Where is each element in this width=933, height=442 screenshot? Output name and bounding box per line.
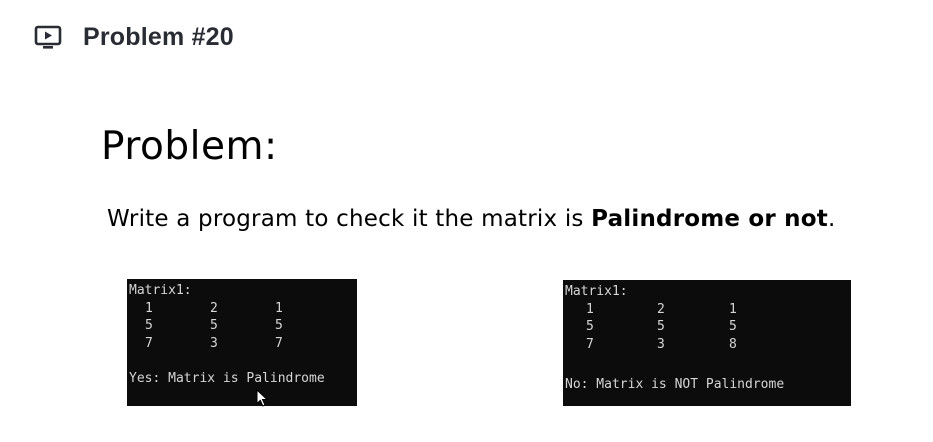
console-result: No: Matrix is NOT Palindrome — [565, 376, 785, 392]
matrix-row: 5 5 5 — [129, 317, 357, 335]
matrix-cell: 5 — [210, 318, 218, 333]
description-bold-text: Palindrome or not — [591, 206, 828, 232]
description-period: . — [827, 206, 836, 232]
matrix-cell: 1 — [275, 300, 283, 316]
matrix-cell: 1 — [145, 300, 153, 316]
console-label: Matrix1: — [129, 283, 192, 298]
matrix-cell: 5 — [657, 319, 665, 334]
matrix-cell: 7 — [145, 335, 153, 351]
mouse-pointer-icon — [256, 388, 269, 407]
matrix-cell: 1 — [729, 301, 737, 317]
console-blank-line — [565, 353, 851, 371]
matrix-cell: 5 — [729, 319, 737, 334]
matrix-cell: 5 — [145, 318, 153, 333]
matrix-cell: 5 — [586, 319, 594, 334]
console-blank-line — [129, 352, 357, 370]
matrix-cell: 7 — [586, 336, 594, 352]
matrix-row: 1 2 1 — [565, 301, 851, 319]
matrix-cell: 7 — [275, 335, 283, 351]
matrix-row: 5 5 5 — [565, 318, 851, 336]
play-screen-icon — [33, 22, 63, 52]
matrix-cell: 2 — [657, 301, 665, 317]
slide-description: Write a program to check it the matrix i… — [107, 206, 835, 232]
console-label: Matrix1: — [565, 284, 628, 299]
matrix-cell: 1 — [586, 301, 594, 317]
matrix-row: 1 2 1 — [129, 300, 357, 318]
matrix-row: 7 3 7 — [129, 335, 357, 353]
matrix-cell: 3 — [657, 336, 665, 352]
lesson-header: Problem #20 — [33, 20, 234, 54]
console-output-palindrome: Matrix1: 1 2 1 5 5 5 7 3 7 Yes: Matrix i… — [127, 279, 357, 406]
slide-title: Problem: — [101, 124, 278, 169]
matrix-cell: 2 — [210, 300, 218, 316]
lesson-title: Problem #20 — [83, 22, 234, 51]
console-output-not-palindrome: Matrix1: 1 2 1 5 5 5 7 3 8 No: Matrix is… — [563, 280, 851, 406]
matrix-cell: 8 — [729, 336, 737, 352]
matrix-cell: 3 — [210, 335, 218, 351]
matrix-row: 7 3 8 — [565, 336, 851, 354]
description-text: Write a program to check it the matrix i… — [107, 206, 592, 232]
console-result: Yes: Matrix is Palindrome — [129, 370, 325, 386]
matrix-cell: 5 — [275, 318, 283, 333]
